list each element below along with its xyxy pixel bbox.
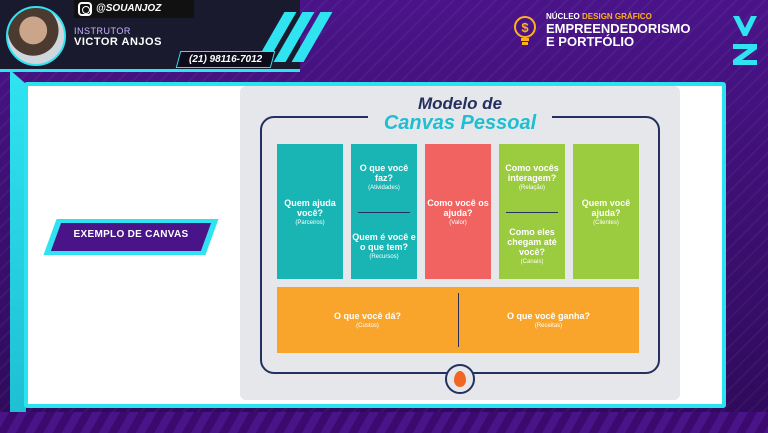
divider: [358, 212, 410, 213]
block-relation: Como vocês interagem? (Relação): [505, 163, 559, 191]
flame-logo-icon: [445, 364, 475, 394]
block-partners: Quem ajuda você? (Parceiros): [277, 144, 343, 279]
handle-bar: [74, 0, 194, 18]
canvas-card: Modelo de Canvas Pessoal Quem ajuda você…: [240, 86, 680, 400]
canvas-title-line2: Canvas Pessoal: [383, 112, 537, 134]
canvas-title-line1: Modelo de: [417, 94, 503, 113]
decorative-stripes: [255, 12, 333, 62]
block-activities: O que você faz? (Atividades): [359, 163, 409, 191]
instagram-handle[interactable]: @SOUANJOZ: [96, 3, 162, 14]
decorative-edge: [10, 70, 26, 420]
phone-number: (21) 98116-7012: [175, 51, 276, 68]
block-costs: O que você dá? (Custos): [333, 311, 402, 329]
divider: [506, 212, 558, 213]
lightbulb-icon: $: [514, 16, 536, 45]
course-title-block: $ NÚCLEO DESIGN GRÁFICO EMPREENDEDORISMO…: [512, 12, 712, 58]
svg-text:$: $: [521, 20, 529, 35]
divider: [458, 293, 459, 347]
block-activities-resources: [351, 144, 417, 279]
header: @SOUANJOZ INSTRUTOR VICTOR ANJOS (21) 98…: [0, 0, 768, 72]
block-clients: Quem você ajuda? (Clientes): [573, 144, 639, 279]
block-resources: Quem é você e o que tem? (Recursos): [352, 232, 416, 260]
block-revenue: O que você ganha? (Receitas): [506, 311, 591, 329]
instructor-label: INSTRUTOR: [74, 26, 131, 36]
block-channels: Como eles chegam até você? (Canais): [507, 227, 557, 265]
course-nucleo: NÚCLEO DESIGN GRÁFICO: [546, 12, 652, 21]
block-relation-channels: [499, 144, 565, 279]
block-value: Como você os ajuda? (Valor): [425, 144, 491, 279]
avatar: [6, 6, 66, 66]
brand-logo-icon: [733, 16, 757, 65]
instructor-name: VICTOR ANJOS: [74, 36, 162, 48]
ribbon-label: EXEMPLO DE CANVAS: [73, 229, 189, 240]
footer-decoration: [0, 412, 768, 433]
instagram-icon: [78, 2, 92, 16]
section-ribbon: EXEMPLO DE CANVAS: [43, 219, 219, 255]
course-title: EMPREENDEDORISMO E PORTFÓLIO: [546, 21, 691, 49]
